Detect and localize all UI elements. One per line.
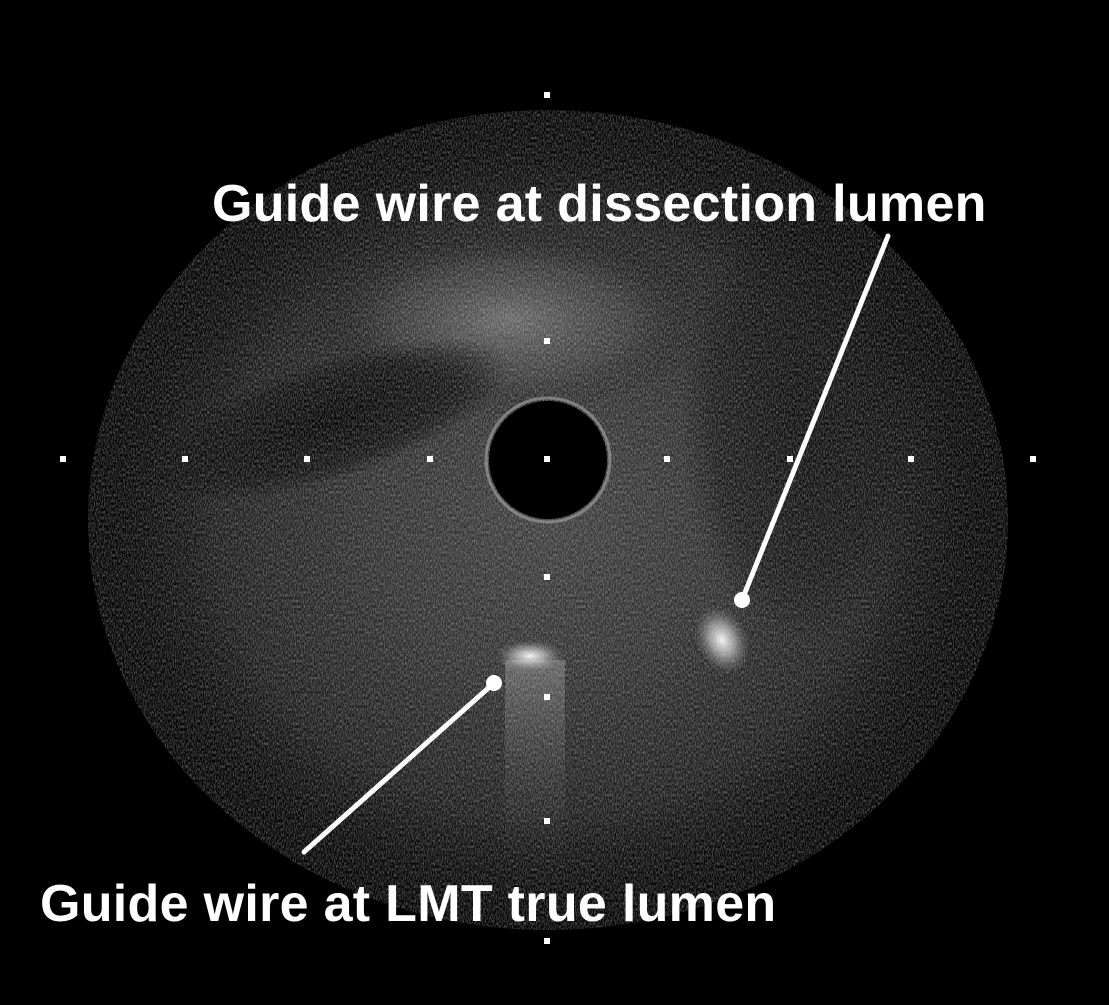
true-lumen-pointer-dot [486,675,502,691]
true-lumen-pointer-line [301,680,497,855]
true-lumen-wire-echo [496,640,564,672]
tissue-region [78,100,1018,940]
dissection-pointer-line [739,233,891,603]
catheter-ring [484,396,612,524]
dissection-lumen-label: Guide wire at dissection lumen [212,175,987,233]
dissection-pointer-dot [734,592,750,608]
calibration-markers [60,92,1036,944]
true-lumen-label: Guide wire at LMT true lumen [40,875,777,933]
annotation-pointers [301,233,891,855]
dissection-wire-echo [693,605,751,675]
